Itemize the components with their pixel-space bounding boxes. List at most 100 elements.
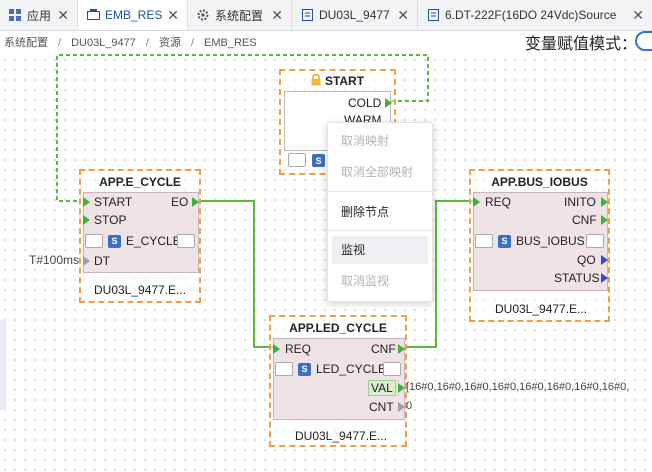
tab-label: 系统配置: [215, 8, 264, 23]
close-icon[interactable]: ✕: [632, 7, 644, 23]
assignment-mode-toggle[interactable]: [635, 31, 652, 51]
breadcrumb-item[interactable]: 系统配置: [4, 37, 48, 49]
close-icon[interactable]: ✕: [167, 7, 179, 23]
breadcrumb-separator: /: [58, 37, 62, 49]
breadcrumb-separator: /: [190, 37, 195, 49]
breadcrumb-item[interactable]: DU03L_9477: [71, 37, 136, 49]
tab-label: 应用: [27, 8, 52, 23]
output-port-qo[interactable]: QO: [577, 253, 596, 267]
output-port-cold[interactable]: COLD: [348, 96, 382, 110]
val-monitor-value: [16#0,16#0,16#0,16#0,16#0,16#0,16#0,16#0…: [406, 381, 630, 393]
event-pin-icon[interactable]: [273, 344, 280, 354]
event-pin-icon[interactable]: [473, 197, 480, 207]
block-title: APP.BUS_IOBUS: [491, 175, 588, 189]
input-port-stop[interactable]: STOP: [94, 213, 127, 227]
breadcrumb-item: EMB_RES: [204, 37, 257, 49]
adapter-socket: [288, 153, 306, 167]
data-pin-icon[interactable]: [398, 383, 405, 393]
event-pin-icon[interactable]: [83, 215, 90, 225]
breadcrumb: 系统配置 / DU03L_9477 / 资源 / EMB_RES: [4, 34, 257, 50]
dt-parameter-value[interactable]: T#100ms: [29, 253, 80, 267]
event-pin-icon[interactable]: [83, 197, 90, 207]
bus-iobus-block[interactable]: APP.BUS_IOBUS REQ INITO CNF S BUS_IOBUS …: [469, 169, 610, 322]
led-cycle-block[interactable]: APP.LED_CYCLE REQ CNF S LED_CYCLE VAL CN…: [269, 315, 407, 447]
device-icon: [86, 8, 100, 22]
tab-system-config[interactable]: 系统配置 ✕: [188, 0, 292, 30]
data-pin-icon[interactable]: [601, 255, 608, 265]
block-body: [83, 192, 199, 273]
output-port-cnf[interactable]: CNF: [371, 342, 396, 356]
output-port-inito[interactable]: INITO: [564, 195, 596, 209]
block-body: [273, 338, 405, 420]
document-icon: [426, 8, 440, 22]
menu-item-unmonitor[interactable]: 取消监视: [341, 274, 390, 288]
type-icon: S: [298, 362, 311, 376]
grid-icon: [8, 8, 22, 22]
event-pin-icon[interactable]: [601, 215, 608, 225]
gear-icon: [196, 8, 210, 22]
output-port-cnt[interactable]: CNT: [369, 400, 394, 414]
adapter-socket: [85, 234, 103, 248]
input-port-req[interactable]: REQ: [485, 195, 512, 209]
event-pin-icon[interactable]: [192, 197, 199, 207]
block-title: START: [281, 73, 394, 89]
adapter-socket: [475, 234, 493, 248]
input-port-start[interactable]: START: [94, 195, 133, 209]
breadcrumb-separator: /: [145, 37, 149, 49]
document-icon: [300, 8, 314, 22]
adapter-socket: [586, 234, 604, 248]
device-label: DU03L_9477.E...: [495, 302, 588, 316]
menu-divider: [328, 230, 432, 231]
close-icon[interactable]: ✕: [57, 7, 69, 23]
event-pin-icon[interactable]: [601, 197, 608, 207]
type-icon: S: [108, 234, 121, 248]
type-name: LED_CYCLE: [316, 362, 387, 376]
type-name: BUS_IOBUS: [516, 234, 585, 248]
start-title: START: [324, 74, 365, 88]
menu-divider: [328, 191, 432, 192]
instance-type: S LED_CYCLE: [298, 362, 386, 376]
menu-item-unmap-all[interactable]: 取消全部映射: [341, 165, 414, 179]
init-connection-start-cold[interactable]: [56, 54, 429, 202]
tab-apps[interactable]: 应用 ✕: [0, 0, 78, 30]
tab-dt-222f[interactable]: 6.DT-222F(16DO 24Vdc)Source ✕: [418, 0, 652, 30]
lock-icon: [311, 73, 321, 89]
menu-item-monitor[interactable]: 监视: [332, 236, 428, 264]
tab-label: DU03L_9477: [319, 8, 390, 22]
breadcrumb-item[interactable]: 资源: [158, 37, 181, 49]
tab-label: 6.DT-222F(16DO 24Vdc)Source: [445, 8, 617, 22]
output-port-val[interactable]: VAL: [368, 380, 396, 396]
block-title: APP.LED_CYCLE: [289, 321, 387, 335]
tab-emb-res[interactable]: EMB_RES ✕: [78, 0, 188, 30]
adapter-socket: [177, 234, 195, 248]
instance-type: S E_CYCLE: [108, 234, 181, 248]
context-menu: 取消映射 取消全部映射 删除节点 监视 取消监视: [327, 122, 433, 302]
block-title: APP.E_CYCLE: [99, 175, 181, 189]
close-icon[interactable]: ✕: [271, 7, 283, 23]
menu-item-unmap[interactable]: 取消映射: [341, 134, 390, 148]
data-pin-icon[interactable]: [398, 402, 405, 412]
device-label: DU03L_9477.E...: [295, 429, 388, 443]
output-port-eo[interactable]: EO: [171, 195, 189, 209]
block-body: [473, 192, 608, 291]
event-pin-icon[interactable]: [385, 98, 392, 108]
instance-type: S BUS_IOBUS: [498, 234, 585, 248]
data-pin-icon[interactable]: [83, 256, 90, 266]
output-port-cnf[interactable]: CNF: [572, 213, 597, 227]
event-pin-icon[interactable]: [398, 344, 405, 354]
output-port-status[interactable]: STATUS: [554, 271, 600, 285]
input-port-req[interactable]: REQ: [285, 342, 312, 356]
event-connection-cnf-req[interactable]: [404, 200, 474, 348]
side-panel-handle[interactable]: [0, 320, 6, 410]
menu-item-delete-node[interactable]: 删除节点: [341, 205, 390, 219]
device-label: DU03L_9477.E...: [94, 283, 187, 297]
tab-bar: 应用 ✕ EMB_RES ✕ 系统配置 ✕ DU03L_9477 ✕ 6.DT-…: [0, 0, 652, 31]
event-connection-eo-req[interactable]: [201, 200, 278, 348]
e-cycle-block[interactable]: APP.E_CYCLE START STOP EO S E_CYCLE DT D…: [79, 169, 201, 303]
close-icon[interactable]: ✕: [397, 7, 409, 23]
data-pin-icon[interactable]: [601, 273, 608, 283]
tab-du03l[interactable]: DU03L_9477 ✕: [292, 0, 418, 30]
input-port-dt[interactable]: DT: [94, 254, 110, 268]
adapter-socket: [275, 362, 293, 376]
